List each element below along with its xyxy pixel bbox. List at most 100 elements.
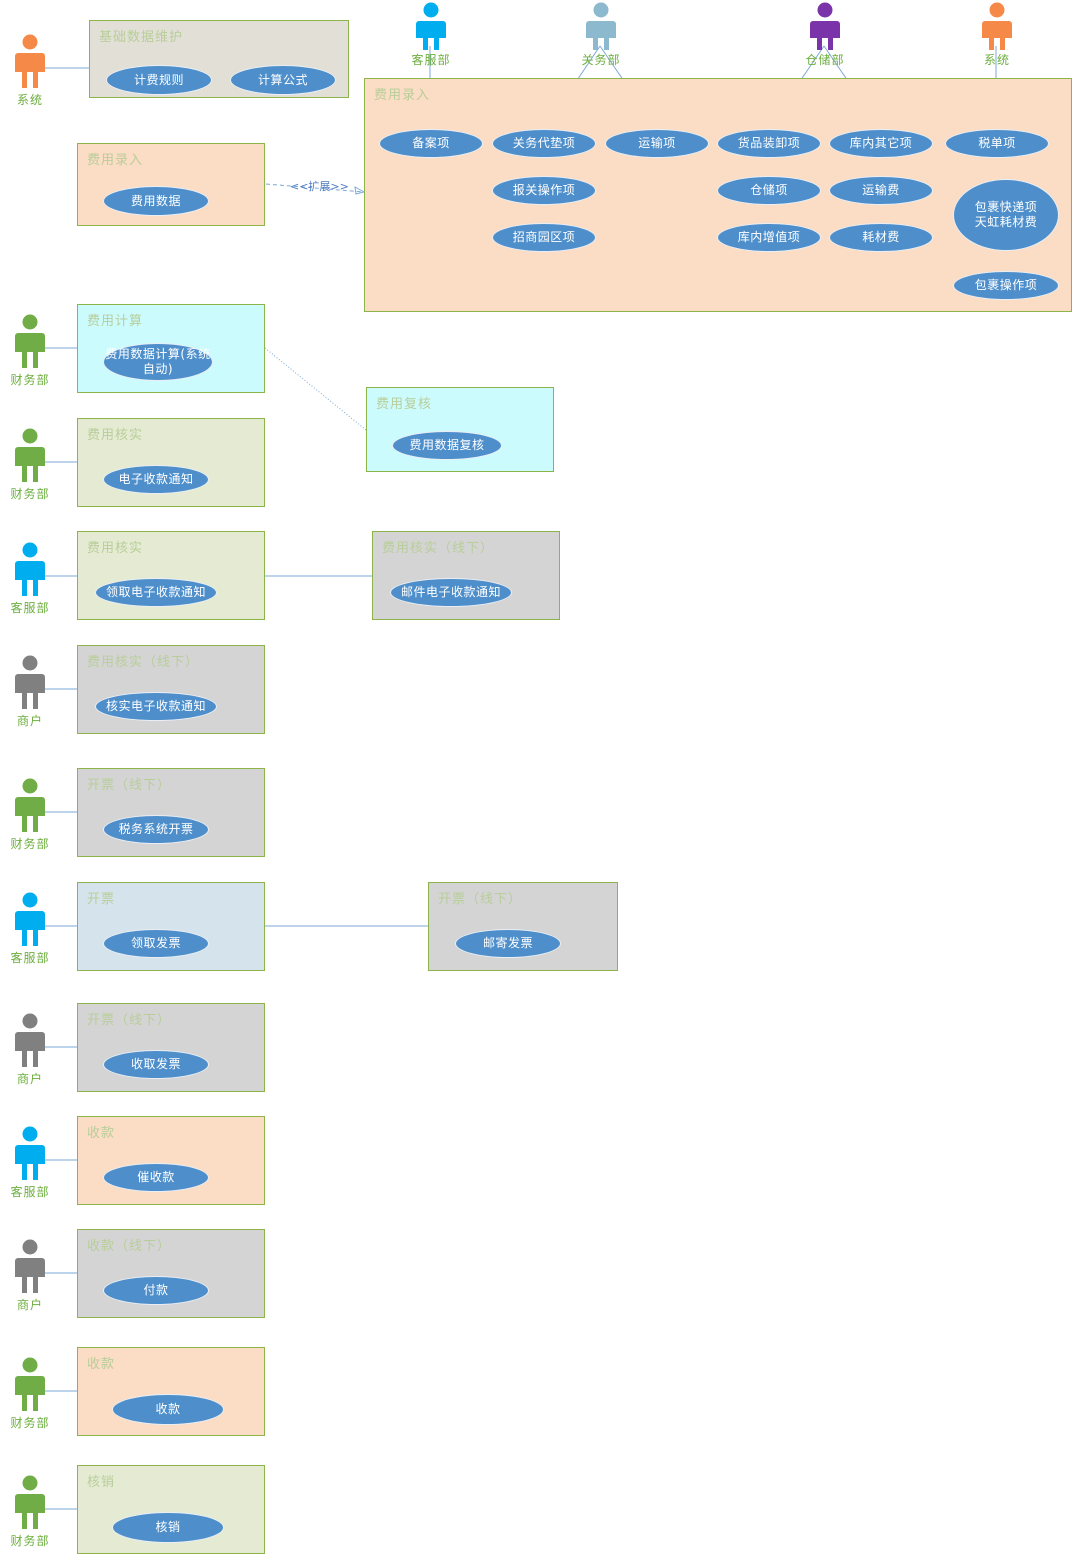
usecase-goods-loading-item[interactable]: 货品装卸项 <box>717 129 821 158</box>
actor-cangchu-top[interactable]: 仓储部 <box>797 2 853 68</box>
package-title: 费用录入 <box>374 88 431 103</box>
usecase-tax-bill-item[interactable]: 税单项 <box>945 129 1049 158</box>
package-invoice[interactable]: 开票 领取发票 <box>77 882 265 971</box>
actor-label: 财务部 <box>10 1534 50 1548</box>
package-fee-review[interactable]: 费用复核 费用数据复核 <box>366 387 554 472</box>
usecase-transport-fee[interactable]: 运输费 <box>829 176 933 205</box>
usecase-fee-data[interactable]: 费用数据 <box>103 186 209 216</box>
usecase-calc-formula[interactable]: 计算公式 <box>230 65 336 95</box>
actor-label: 财务部 <box>10 487 50 501</box>
usecase-park-investment-item[interactable]: 招商园区项 <box>492 223 596 252</box>
usecase-parcel-operation-item[interactable]: 包裹操作项 <box>953 271 1059 300</box>
package-collect-2[interactable]: 收款 收款 <box>77 1347 265 1436</box>
actor-figure-icon <box>15 655 45 709</box>
package-fee-verify-1[interactable]: 费用核实 电子收款通知 <box>77 418 265 507</box>
usecase-warehouse-other-item[interactable]: 库内其它项 <box>829 129 933 158</box>
usecase-pay[interactable]: 付款 <box>103 1276 209 1305</box>
package-base-data[interactable]: 基础数据维护 计费规则 计算公式 <box>89 20 349 98</box>
package-fee-calc[interactable]: 费用计算 费用数据计算(系统自动) <box>77 304 265 393</box>
actor-figure-icon <box>15 1239 45 1293</box>
package-fee-entry-left[interactable]: 费用录入 费用数据 <box>77 143 265 226</box>
extend-relation-label: <<扩展>> <box>290 180 349 193</box>
actor-label: 商户 <box>16 714 43 728</box>
actor-figure-icon <box>15 778 45 832</box>
actor-label: 商户 <box>16 1298 43 1312</box>
usecase-mail-e-receipt-notice[interactable]: 邮件电子收款通知 <box>390 578 512 607</box>
usecase-tax-system-invoice[interactable]: 税务系统开票 <box>103 815 209 844</box>
actor-kefu-1[interactable]: 客服部 <box>2 542 58 616</box>
usecase-fee-data-calc-auto[interactable]: 费用数据计算(系统自动) <box>103 343 213 381</box>
usecase-e-receipt-notice[interactable]: 电子收款通知 <box>103 465 209 494</box>
actor-shanghu-2[interactable]: 商户 <box>2 1013 58 1087</box>
package-fee-verify-offline-1[interactable]: 费用核实（线下） 邮件电子收款通知 <box>372 531 560 620</box>
actor-label: 系统 <box>983 53 1010 67</box>
actor-caiwu-5[interactable]: 财务部 <box>2 1475 58 1549</box>
package-invoice-offline-1[interactable]: 开票（线下） 税务系统开票 <box>77 768 265 857</box>
actor-label: 仓储部 <box>805 53 845 67</box>
package-invoice-offline-3[interactable]: 开票（线下） 收取发票 <box>77 1003 265 1092</box>
actor-figure-icon <box>15 1357 45 1411</box>
package-fee-entry-main[interactable]: 费用录入 备案项 关务代垫项 运输项 货品装卸项 库内其它项 税单项 报关操作项… <box>364 78 1072 312</box>
actor-figure-icon <box>15 314 45 368</box>
package-title: 费用录入 <box>87 153 144 168</box>
actor-system-left[interactable]: 系统 <box>2 34 58 108</box>
actor-kefu-top[interactable]: 客服部 <box>403 2 459 68</box>
actor-label: 客服部 <box>10 1185 50 1199</box>
actor-kefu-2[interactable]: 客服部 <box>2 892 58 966</box>
package-title: 开票（线下） <box>438 892 523 907</box>
usecase-fee-data-review[interactable]: 费用数据复核 <box>392 431 502 460</box>
actor-figure-icon <box>15 892 45 946</box>
usecase-verify-e-receipt-notice[interactable]: 核实电子收款通知 <box>95 692 217 721</box>
actor-caiwu-2[interactable]: 财务部 <box>2 428 58 502</box>
actor-guanwu-top[interactable]: 关务部 <box>573 2 629 68</box>
actor-label: 商户 <box>16 1072 43 1086</box>
package-title: 收款（线下） <box>87 1239 172 1254</box>
actor-label: 系统 <box>16 93 43 107</box>
actor-shanghu-3[interactable]: 商户 <box>2 1239 58 1313</box>
usecase-consumable-fee[interactable]: 耗材费 <box>829 223 933 252</box>
usecase-receive-e-receipt-notice[interactable]: 领取电子收款通知 <box>95 578 217 607</box>
usecase-storage-item[interactable]: 仓储项 <box>717 176 821 205</box>
actor-shanghu-1[interactable]: 商户 <box>2 655 58 729</box>
package-title: 费用计算 <box>87 314 144 329</box>
actor-caiwu-3[interactable]: 财务部 <box>2 778 58 852</box>
usecase-parcel-express-item[interactable]: 包裹快递项 天虹耗材费 <box>953 179 1059 251</box>
package-title: 开票（线下） <box>87 778 172 793</box>
usecase-warehouse-value-added-item[interactable]: 库内增值项 <box>717 223 821 252</box>
actor-kefu-3[interactable]: 客服部 <box>2 1126 58 1200</box>
package-title: 收款 <box>87 1357 116 1372</box>
package-title: 基础数据维护 <box>99 30 184 45</box>
usecase-declaration-operation-item[interactable]: 报关操作项 <box>492 176 596 205</box>
package-title: 费用核实（线下） <box>87 655 200 670</box>
usecase-receive-payment[interactable]: 收款 <box>112 1394 224 1425</box>
package-fee-verify-offline-2[interactable]: 费用核实（线下） 核实电子收款通知 <box>77 645 265 734</box>
usecase-record-item[interactable]: 备案项 <box>379 129 483 158</box>
usecase-mail-invoice[interactable]: 邮寄发票 <box>455 929 561 958</box>
package-invoice-offline-2[interactable]: 开票（线下） 邮寄发票 <box>428 882 618 971</box>
actor-figure-icon <box>15 1126 45 1180</box>
package-collect-1[interactable]: 收款 催收款 <box>77 1116 265 1205</box>
usecase-urge-payment[interactable]: 催收款 <box>103 1163 209 1192</box>
actor-figure-icon <box>15 428 45 482</box>
actor-caiwu-4[interactable]: 财务部 <box>2 1357 58 1431</box>
actor-figure-icon <box>15 542 45 596</box>
actor-figure-icon <box>416 2 446 50</box>
package-collect-offline[interactable]: 收款（线下） 付款 <box>77 1229 265 1318</box>
actor-label: 关务部 <box>581 53 621 67</box>
package-writeoff[interactable]: 核销 核销 <box>77 1465 265 1554</box>
usecase-transport-item[interactable]: 运输项 <box>605 129 709 158</box>
usecase-writeoff[interactable]: 核销 <box>112 1512 224 1543</box>
usecase-receive-invoice[interactable]: 领取发票 <box>103 929 209 958</box>
usecase-billing-rule[interactable]: 计费规则 <box>106 65 212 95</box>
package-fee-verify-2[interactable]: 费用核实 领取电子收款通知 <box>77 531 265 620</box>
package-title: 费用核实 <box>87 428 144 443</box>
usecase-collect-invoice[interactable]: 收取发票 <box>103 1050 209 1079</box>
actor-figure-icon <box>810 2 840 50</box>
actor-caiwu-1[interactable]: 财务部 <box>2 314 58 388</box>
actor-label: 财务部 <box>10 837 50 851</box>
actor-system-top[interactable]: 系统 <box>969 2 1025 68</box>
package-title: 费用核实（线下） <box>382 541 495 556</box>
actor-label: 客服部 <box>10 951 50 965</box>
usecase-customs-advance-item[interactable]: 关务代垫项 <box>492 129 596 158</box>
